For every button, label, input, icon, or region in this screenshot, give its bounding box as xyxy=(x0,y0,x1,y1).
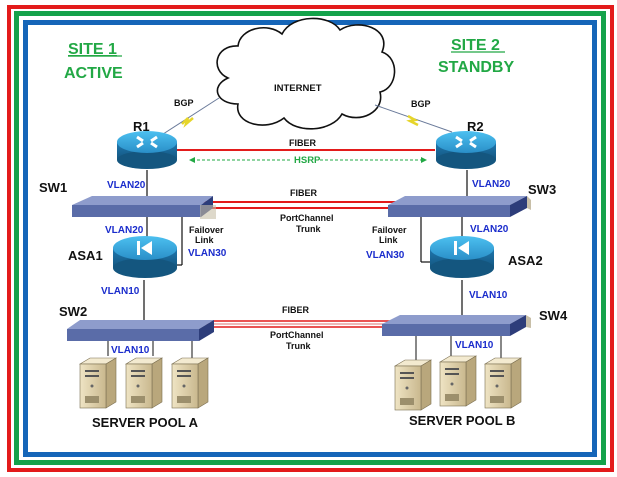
vlan-sw1-asa1: VLAN20 xyxy=(105,225,144,236)
server-pool-b-label: SERVER POOL B xyxy=(409,413,515,428)
switch-sw1-icon[interactable] xyxy=(72,196,216,219)
sw1-label: SW1 xyxy=(39,180,67,195)
hsrp-arrow-left-icon xyxy=(189,157,195,163)
sw4-label: SW4 xyxy=(539,308,568,323)
site2-role: STANDBY xyxy=(438,59,514,76)
firewall-asa1-icon[interactable] xyxy=(113,236,177,278)
r1-label: R1 xyxy=(133,119,150,134)
vlan-asa1-failover: VLAN30 xyxy=(188,248,227,259)
router-r1-icon[interactable] xyxy=(117,131,177,169)
access-trunk-label: Trunk xyxy=(286,341,311,351)
failover-right-label-1: Failover xyxy=(372,225,407,235)
internet-label: INTERNET xyxy=(274,83,322,94)
site1-role: ACTIVE xyxy=(64,65,123,82)
bgp-left-label: BGP xyxy=(174,98,194,108)
vlan-sw2-servers: VLAN10 xyxy=(111,345,150,356)
switch-sw2-icon[interactable] xyxy=(67,320,214,341)
asa1-label: ASA1 xyxy=(68,248,103,263)
asa2-label: ASA2 xyxy=(508,253,543,268)
vlan-r1-sw1: VLAN20 xyxy=(107,180,146,191)
server-icon[interactable] xyxy=(78,357,118,409)
bgp-lightning-right-icon xyxy=(406,114,419,127)
vlan-sw4-servers: VLAN10 xyxy=(455,340,494,351)
access-fiber-label: FIBER xyxy=(282,305,310,315)
core-fiber-label: FIBER xyxy=(290,188,318,198)
bgp-link-left xyxy=(159,97,220,137)
outer-red-border xyxy=(7,5,614,472)
server-icon[interactable] xyxy=(393,359,433,411)
switch-sw4-icon[interactable] xyxy=(382,315,531,336)
r2-label: R2 xyxy=(467,119,484,134)
server-icon[interactable] xyxy=(483,357,523,409)
vlan-asa1-sw2: VLAN10 xyxy=(101,286,140,297)
vlan-asa2-sw4: VLAN10 xyxy=(469,290,508,301)
router-r2-icon[interactable] xyxy=(436,131,496,169)
sw2-label: SW2 xyxy=(59,304,87,319)
internet-cloud-icon xyxy=(216,17,396,130)
vlan-sw3-asa2: VLAN20 xyxy=(470,224,509,235)
middle-green-border xyxy=(14,11,606,465)
hsrp-arrow-right-icon xyxy=(421,157,427,163)
vlan-r2-sw3: VLAN20 xyxy=(472,179,511,190)
access-portchannel-label: PortChannel xyxy=(270,330,324,340)
switch-sw3-icon[interactable] xyxy=(388,196,531,217)
sw3-label: SW3 xyxy=(528,182,556,197)
router-fiber-label: FIBER xyxy=(289,138,317,148)
server-icon[interactable] xyxy=(170,357,210,409)
site2-title: SITE 2 xyxy=(451,37,500,54)
bgp-right-label: BGP xyxy=(411,99,431,109)
bgp-lightning-left-icon xyxy=(181,117,194,128)
failover-left-label-1: Failover xyxy=(189,225,224,235)
hsrp-label: HSRP xyxy=(294,155,321,166)
failover-left-label-2: Link xyxy=(195,235,214,245)
firewall-asa2-icon[interactable] xyxy=(430,236,494,278)
vlan-asa2-failover: VLAN30 xyxy=(366,250,405,261)
server-icon[interactable] xyxy=(124,357,164,409)
core-trunk-label: Trunk xyxy=(296,224,321,234)
site1-title: SITE 1 xyxy=(68,41,117,58)
server-pool-a-label: SERVER POOL A xyxy=(92,415,199,430)
core-portchannel-label: PortChannel xyxy=(280,213,334,223)
failover-right-label-2: Link xyxy=(379,235,398,245)
server-icon[interactable] xyxy=(438,355,478,407)
